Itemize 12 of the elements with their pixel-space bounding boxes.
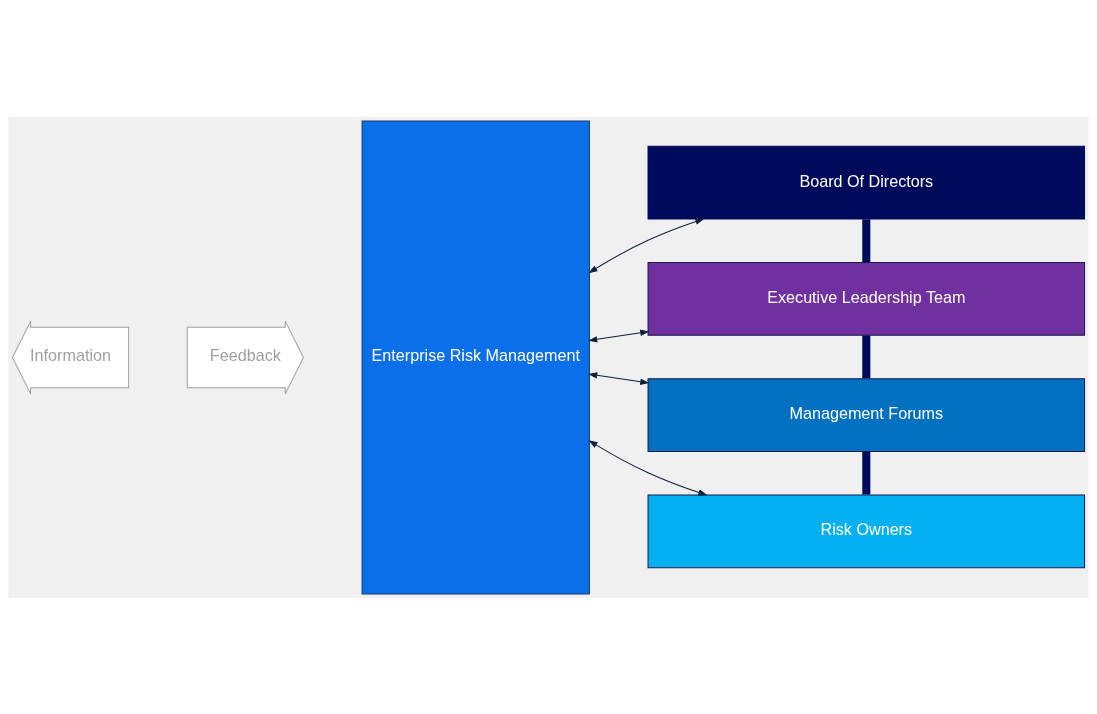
connector bbox=[862, 218, 871, 262]
node-box: Board Of Directors bbox=[647, 145, 1086, 220]
node-box: Risk Owners bbox=[647, 493, 1086, 568]
node-box: Management Forums bbox=[647, 377, 1086, 452]
node-box: Enterprise Risk Management bbox=[361, 120, 590, 594]
arrow bbox=[588, 218, 705, 273]
connector bbox=[862, 451, 871, 495]
connector bbox=[862, 335, 871, 378]
arrow bbox=[588, 329, 650, 342]
node-box: Executive Leadership Team bbox=[647, 261, 1086, 336]
arrow bbox=[588, 439, 708, 495]
arrow bbox=[588, 371, 650, 385]
